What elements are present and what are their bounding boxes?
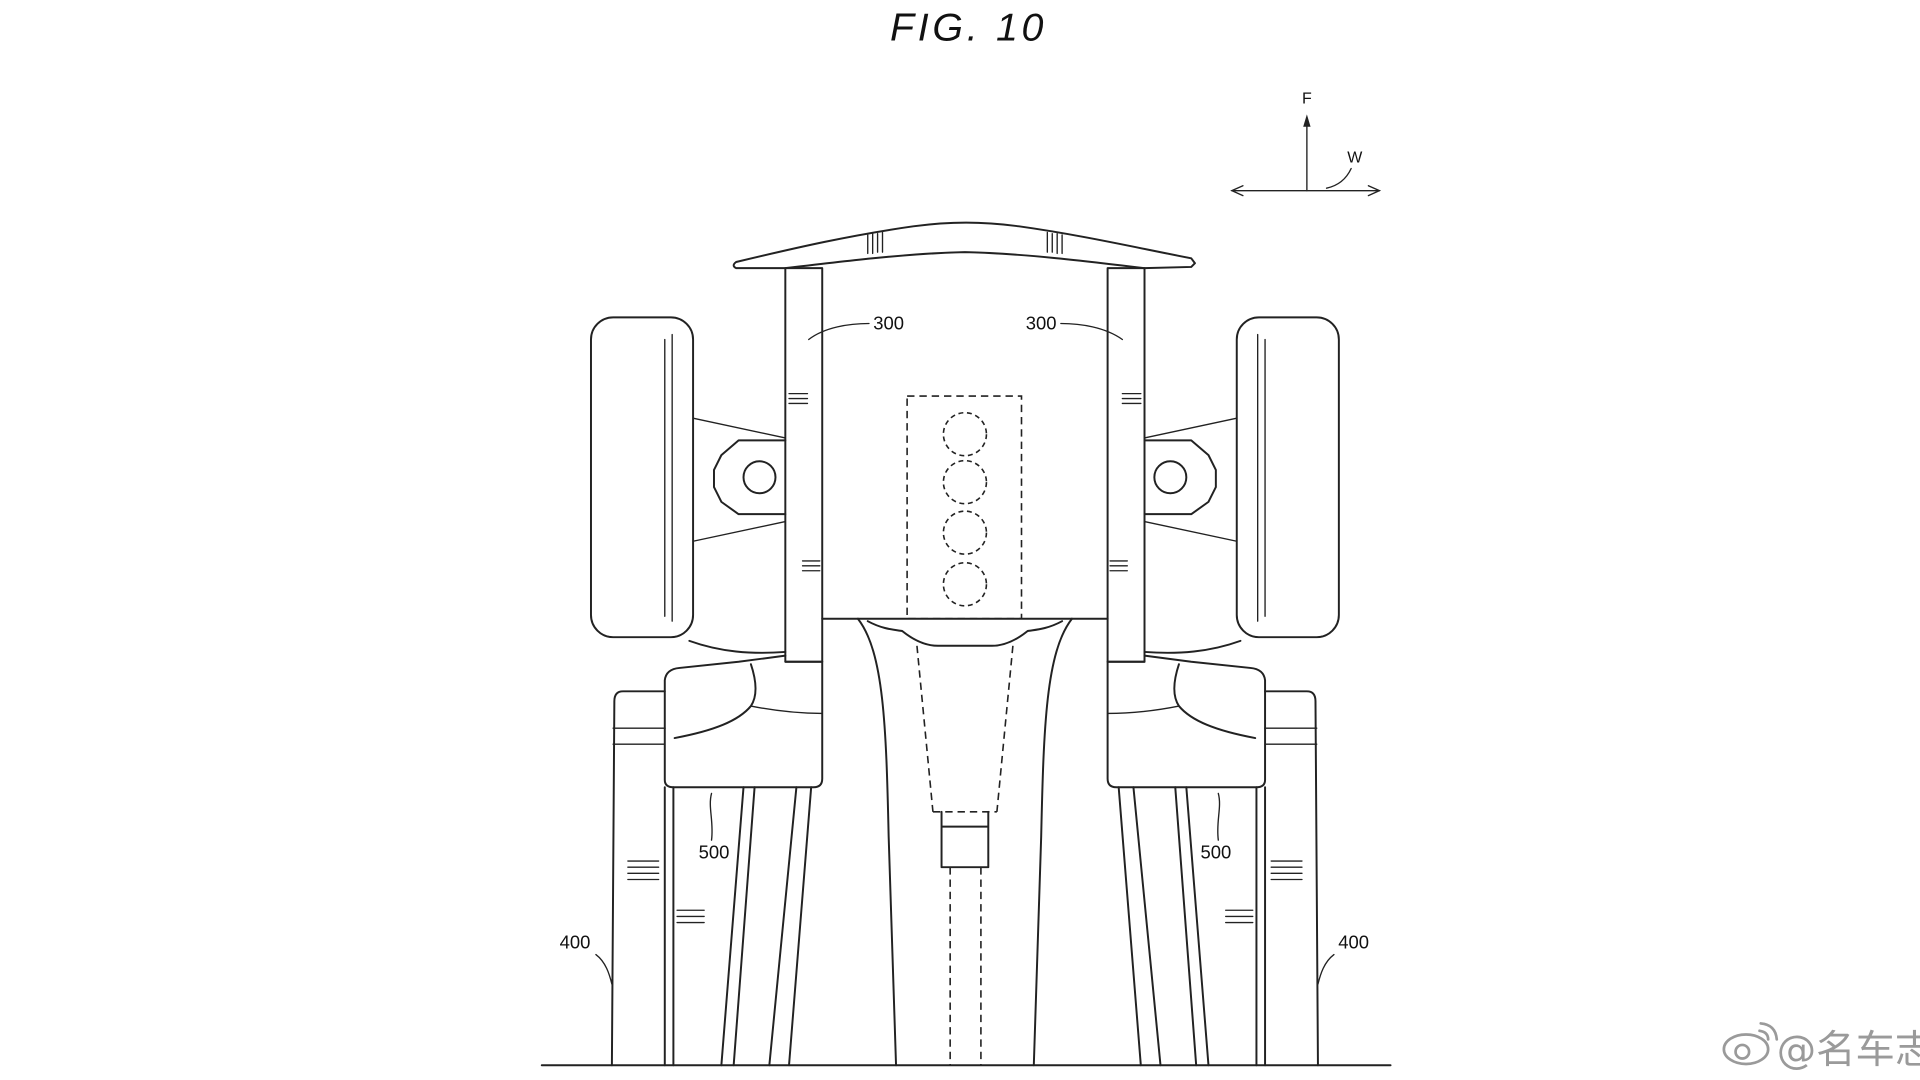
numeral-400-right: 400	[1338, 931, 1369, 952]
rear-wing	[732, 221, 1196, 270]
body-section	[821, 395, 1109, 620]
weibo-logo-body	[1722, 1033, 1770, 1066]
left-hub-bracket	[713, 439, 787, 516]
right-member-500	[1117, 786, 1210, 1067]
numeral-400-left: 400	[560, 931, 591, 952]
direction-indicator: F W	[1230, 90, 1382, 197]
engine-cylinder	[942, 510, 988, 555]
lateral-left-arrowhead-icon	[1230, 185, 1244, 197]
engine-cylinder	[942, 561, 988, 607]
leader-500-right	[1217, 792, 1221, 841]
left-hub-bore	[742, 460, 777, 495]
left-side-pod-contour	[673, 663, 757, 740]
left-side-pod-box	[663, 660, 824, 789]
left-side-pod-crease	[750, 705, 823, 715]
right-lower-structure	[1117, 690, 1319, 1067]
watermark-text: @名车志	[1777, 1027, 1920, 1073]
right-wheel	[1235, 316, 1340, 639]
rear-wing-hatch-left	[867, 231, 884, 255]
tunnel-right-wall	[1032, 617, 1073, 1067]
engine-cylinder	[942, 459, 988, 505]
suspension	[692, 417, 1238, 542]
right-floor-sweep	[1143, 639, 1242, 654]
left-inner-hatch	[676, 909, 705, 924]
leader-400-left	[595, 953, 613, 985]
numeral-300-right: 300	[1026, 313, 1057, 334]
weibo-logo-eye	[1734, 1043, 1751, 1060]
wing-struts	[784, 267, 1146, 663]
right-inner-hatch	[1225, 909, 1254, 924]
exhaust-outlet	[940, 810, 990, 869]
left-side-pod	[663, 654, 824, 789]
right-side-pod-top	[1143, 654, 1267, 730]
right-outer-panel-hatch	[1270, 860, 1303, 881]
diffuser-hidden-outline	[916, 645, 1014, 813]
engine-outline	[906, 395, 1023, 620]
rear-wing-outline	[732, 221, 1196, 270]
figure-title: FIG. 10	[890, 6, 1047, 50]
center-tunnel	[856, 617, 1073, 1067]
left-outer-panel-hatch	[627, 860, 660, 881]
rear-wing-hatch-right	[1046, 231, 1063, 255]
wheels	[589, 316, 1340, 639]
diffuser-lip	[866, 620, 1064, 647]
right-outer-panel	[1264, 690, 1319, 1067]
right-hub-bore	[1153, 460, 1188, 495]
left-suspension-arms	[692, 417, 787, 542]
numeral-300-left: 300	[873, 313, 904, 334]
left-outer-panel-bands	[612, 727, 666, 745]
right-wheel-tread	[1257, 333, 1266, 622]
right-strut	[1106, 267, 1146, 663]
right-side-pod-crease	[1106, 705, 1180, 715]
left-side-pod-top	[663, 654, 787, 730]
reference-numerals: 300 300 500 500 400 400	[560, 313, 1369, 985]
left-outer-panel	[610, 690, 666, 1067]
lateral-right-arrowhead-icon	[1367, 185, 1382, 197]
right-outer-panel-bands	[1264, 727, 1318, 745]
right-suspension-arms	[1143, 417, 1238, 542]
right-side-pod-contour	[1173, 663, 1257, 740]
leader-300-left	[808, 322, 870, 341]
left-lower-structure	[610, 690, 813, 1067]
left-strut	[784, 267, 824, 663]
weibo-logo-icon	[1722, 1022, 1779, 1066]
forward-label: F	[1302, 90, 1312, 107]
right-side-pod-box	[1106, 660, 1267, 789]
leader-300-right	[1060, 322, 1124, 341]
weibo-logo-arc-inner	[1758, 1029, 1770, 1041]
left-floor-sweep	[688, 639, 787, 654]
lateral-label: W	[1347, 149, 1363, 166]
right-side-pod	[1106, 654, 1267, 789]
right-outer-panel-inner-edge	[1255, 786, 1267, 1067]
forward-arrowhead-icon	[1303, 114, 1311, 127]
left-strut-hatch	[788, 392, 821, 572]
left-wheel-tread	[664, 333, 673, 622]
exhaust-pipe-hidden	[949, 867, 982, 1066]
leader-400-right	[1317, 953, 1335, 985]
numeral-500-left: 500	[699, 842, 730, 863]
right-hub-bracket	[1143, 439, 1217, 516]
left-outer-panel-inner-edge	[663, 786, 675, 1067]
engine-cylinder	[942, 411, 988, 457]
weibo-logo-arc-outer	[1759, 1022, 1779, 1041]
numeral-500-right: 500	[1200, 842, 1231, 863]
left-member-500	[720, 786, 813, 1067]
watermark: @名车志	[1722, 1022, 1920, 1073]
leader-500-left	[709, 792, 713, 841]
lateral-label-leader	[1325, 167, 1352, 189]
tunnel-left-wall	[856, 617, 898, 1067]
left-wheel	[589, 316, 695, 639]
right-strut-hatch	[1109, 392, 1142, 572]
